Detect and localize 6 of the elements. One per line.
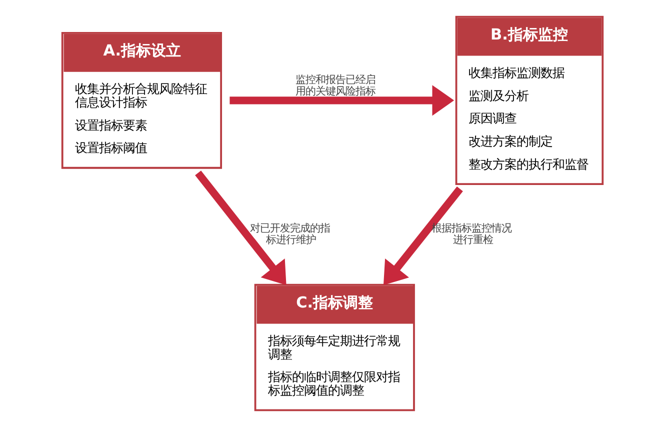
arrow xyxy=(195,170,286,286)
arrow xyxy=(383,186,463,286)
edge-label: 监控和报告已经启用的关键风险指标 xyxy=(295,74,376,98)
arrow xyxy=(230,85,454,116)
edge-label: 根据指标监控情况进行重检 xyxy=(432,222,512,246)
edge-label: 对已开发完成的指标进行维护 xyxy=(250,222,330,246)
